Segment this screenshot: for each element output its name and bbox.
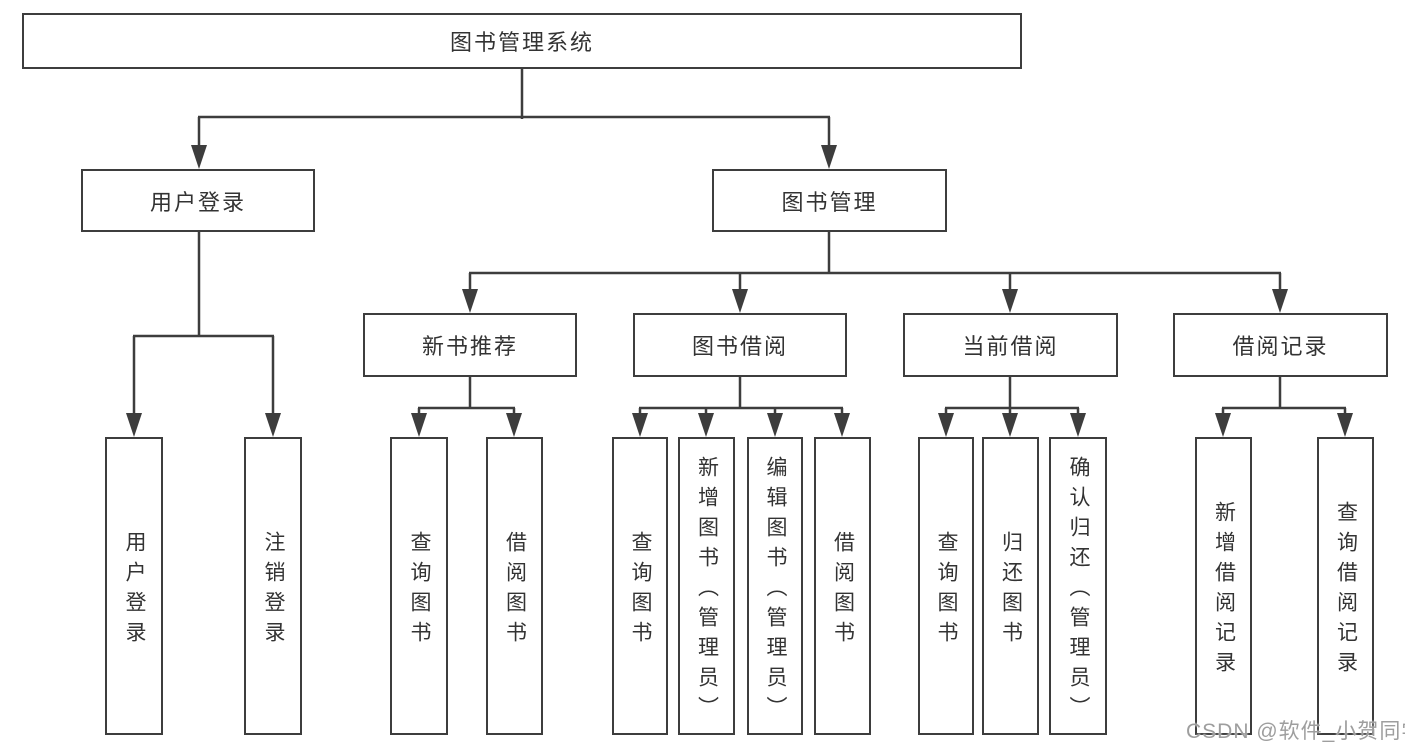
arrowhead-icon (1215, 413, 1231, 437)
node-leaf-user-login: 用户登录 (105, 437, 163, 735)
arrowhead-icon (1070, 413, 1086, 437)
node-new-book-recommend: 新书推荐 (363, 313, 577, 377)
node-label: 借阅图书 (503, 530, 527, 651)
node-label: 查询借阅记录 (1334, 500, 1358, 681)
node-label: 借阅记录 (1232, 334, 1329, 359)
arrowhead-icon (732, 289, 748, 313)
node-label: 注销登录 (262, 530, 285, 651)
node-label: 新增借阅记录 (1212, 500, 1236, 681)
node-book-borrowing: 图书借阅 (633, 313, 847, 377)
node-label: 新书推荐 (421, 334, 518, 359)
arrowhead-icon (462, 289, 478, 313)
arrowhead-icon (767, 413, 783, 437)
arrowhead-icon (821, 145, 837, 169)
node-library-system: 图书管理系统 (22, 13, 1022, 69)
arrowhead-icon (698, 413, 714, 437)
arrowhead-icon (938, 413, 954, 437)
arrowhead-icon (1337, 413, 1353, 437)
arrowhead-icon (1272, 289, 1288, 313)
node-leaf-add-borrow-record: 新增借阅记录 (1195, 437, 1252, 735)
node-leaf-return-books: 归还图书 (982, 437, 1039, 735)
arrowhead-icon (1002, 289, 1018, 313)
arrowhead-icon (1002, 413, 1018, 437)
arrowhead-icon (265, 413, 281, 437)
node-label: 图书管理系统 (449, 30, 594, 55)
arrowhead-icon (506, 413, 522, 437)
node-user-login: 用户登录 (81, 169, 315, 232)
arrowhead-icon (411, 413, 427, 437)
node-leaf-query-books-recommend: 查询图书 (390, 437, 448, 735)
arrowhead-icon (632, 413, 648, 437)
node-leaf-borrow-books: 借阅图书 (814, 437, 871, 735)
node-leaf-query-borrow-record: 查询借阅记录 (1317, 437, 1374, 735)
node-leaf-add-books-admin: 新增图书（管理员） (678, 437, 735, 735)
arrowhead-icon (191, 145, 207, 169)
node-label: 查询图书 (629, 530, 652, 651)
node-label: 图书管理 (781, 189, 878, 215)
node-book-management: 图书管理 (712, 169, 947, 232)
arrowheads (126, 145, 1353, 437)
node-leaf-borrow-books-recommend: 借阅图书 (486, 437, 543, 735)
node-label: 编辑图书（管理员） (764, 455, 787, 726)
node-current-borrowing: 当前借阅 (903, 313, 1118, 377)
connector-lines (132, 69, 1347, 418)
node-label: 图书借阅 (691, 334, 788, 359)
node-label: 新增图书（管理员） (695, 455, 719, 726)
node-label: 确认归还（管理员） (1067, 455, 1090, 726)
node-leaf-logout: 注销登录 (244, 437, 302, 735)
node-label: 查询图书 (935, 530, 958, 651)
node-leaf-edit-books-admin: 编辑图书（管理员） (747, 437, 803, 735)
node-label: 当前借阅 (962, 334, 1059, 359)
node-leaf-query-books-current: 查询图书 (918, 437, 974, 735)
node-label: 用户登录 (123, 530, 146, 651)
csdn-watermark: CSDN @软件_小贺同学 (1186, 720, 1405, 743)
arrowhead-icon (126, 413, 142, 437)
node-leaf-confirm-return-admin: 确认归还（管理员） (1049, 437, 1107, 735)
node-label: 查询图书 (408, 530, 431, 651)
node-borrowing-records: 借阅记录 (1173, 313, 1388, 377)
node-label: 用户登录 (149, 189, 246, 215)
arrowhead-icon (834, 413, 850, 437)
node-leaf-query-books-borrowing: 查询图书 (612, 437, 668, 735)
node-label: 借阅图书 (831, 530, 855, 651)
node-label: 归还图书 (999, 530, 1023, 651)
